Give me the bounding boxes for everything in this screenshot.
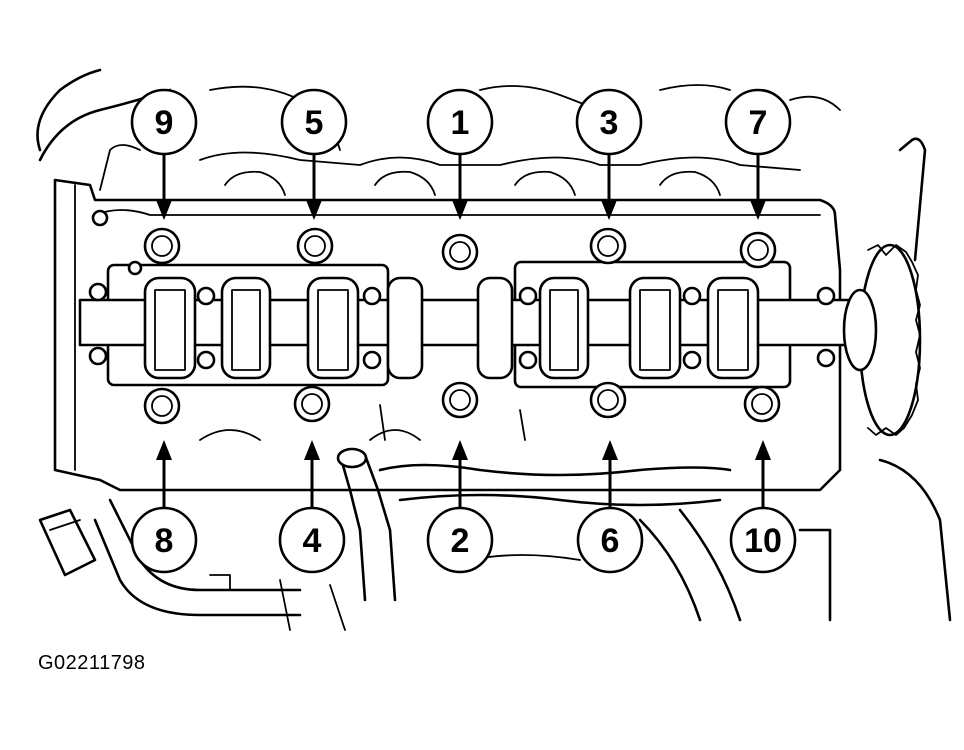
- callout-5: 5: [280, 88, 348, 220]
- callout-label: 3: [600, 104, 619, 142]
- engine-linework: [36, 68, 952, 631]
- figure-code: G02211798: [38, 652, 146, 674]
- callout-label: 5: [305, 104, 324, 142]
- callout-2: 2: [426, 440, 494, 574]
- callout-4: 4: [278, 440, 346, 574]
- callout-1: 1: [426, 88, 494, 220]
- callout-10: 10: [729, 440, 797, 574]
- callout-label: 2: [451, 522, 470, 560]
- callout-8: 8: [130, 440, 198, 574]
- callout-label: 4: [303, 522, 322, 560]
- callout-label: 8: [155, 522, 174, 560]
- callout-label: 9: [155, 104, 174, 142]
- callout-label: 7: [749, 104, 768, 142]
- head-bolts: [143, 227, 781, 425]
- callout-3: 3: [575, 88, 643, 220]
- callout-6: 6: [576, 440, 644, 574]
- callout-label: 6: [601, 522, 620, 560]
- callout-label: 10: [744, 522, 782, 560]
- callout-label: 1: [451, 104, 470, 142]
- callout-9: 9: [130, 88, 198, 220]
- cam-sprocket: [842, 243, 922, 437]
- callout-7: 7: [724, 88, 792, 220]
